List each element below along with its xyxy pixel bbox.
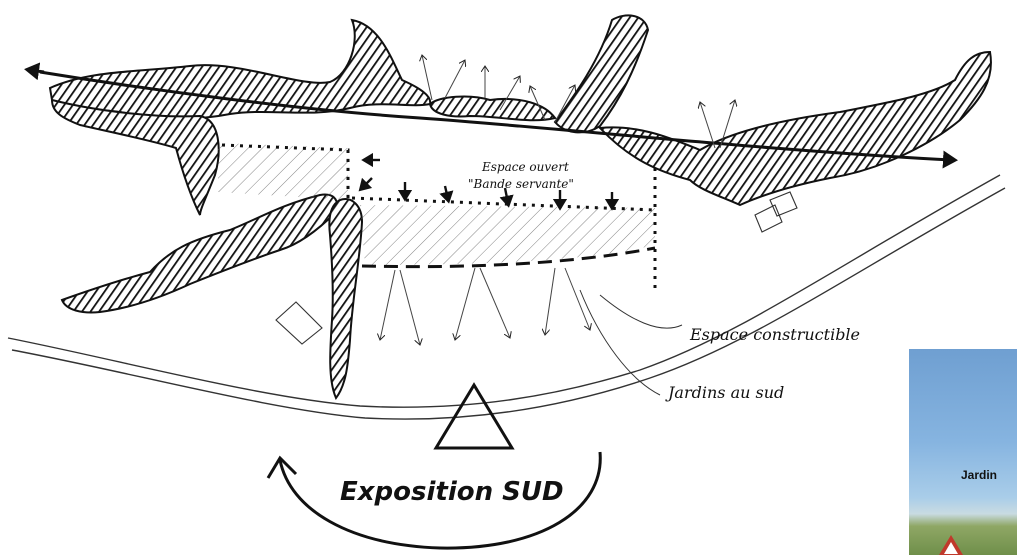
hedge-central-vertical [329,199,362,398]
hedge-left-vertical [52,100,219,215]
label-south-gardens: Jardins au sud [665,383,784,402]
label-exposure: Exposition SUD [340,477,564,507]
building-left [276,302,322,344]
hedge-top-left [50,20,430,118]
hedge-top-right-branch [555,15,648,132]
label-buildable-space: Espace constructible [689,325,860,344]
inset-photo: Jardin [909,349,1017,555]
label-serving-band: "Bande servante" [468,177,574,191]
view-arrows-south [380,268,590,345]
photo-caption: Jardin [961,468,997,482]
leader-lines [580,290,682,395]
hedge-far-right [600,52,991,205]
road-sign-inner [944,542,958,554]
building-right [755,192,797,232]
label-open-space: Espace ouvert [481,160,569,174]
